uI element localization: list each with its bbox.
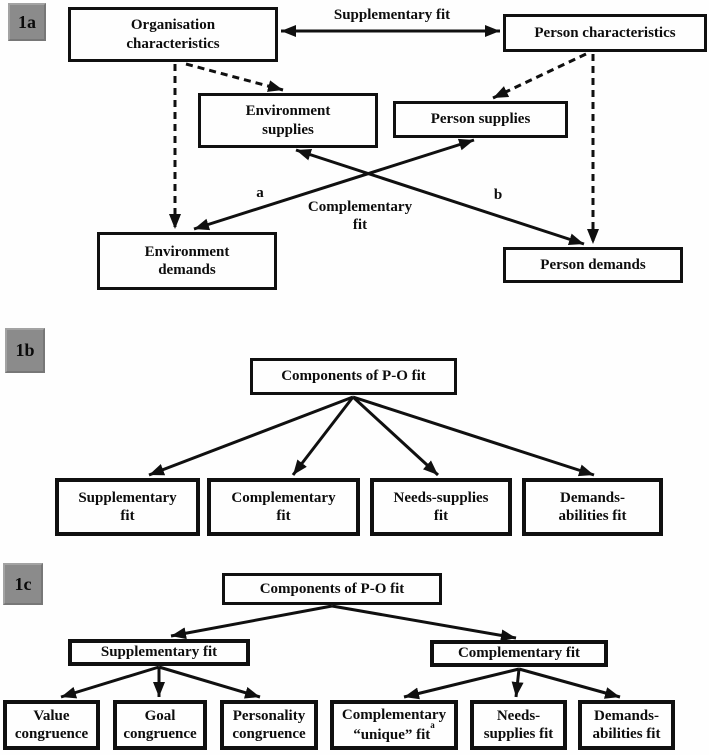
1c-box-supplementary-fit: Supplementary fit — [68, 639, 250, 666]
1c-box-demands-abilities-fit: Demands-abilities fit — [578, 700, 675, 750]
1c-box-complementary-fit: Complementary fit — [430, 640, 608, 667]
1b-components-to-demands-abilities-arrow — [352, 395, 595, 477]
1a-org-to-environment-supplies-dashed-arrow — [185, 62, 284, 92]
1c-box-components-of-po-fit-label: Components of P-O fit — [259, 580, 405, 597]
panel-tag-1a: 1a — [8, 3, 46, 41]
1c-components-to-supplementary-arrow — [170, 604, 333, 640]
1a-supplementary-fit-label: Supplementary fit — [333, 7, 451, 23]
1b-box-components-of-po-fit-label: Components of P-O fit — [281, 368, 426, 385]
panel-tag-1b-text: 1b — [15, 340, 35, 360]
1c-complementary-to-needs-supplies-arrow — [511, 668, 524, 698]
1b-components-to-complementary-arrow — [291, 396, 355, 476]
1c-components-to-complementary-arrow — [331, 604, 517, 642]
1c-box-needs-supplies-fit: Needs-supplies fit — [470, 700, 567, 750]
1a-path-b-label: b — [493, 187, 503, 203]
1a-complementary-path-b-double-arrow — [295, 148, 585, 246]
1a-box-person-demands: Person demands — [503, 247, 683, 283]
1c-box-demands-abilities-fit-label: Demands-abilities fit — [592, 707, 661, 742]
1b-components-to-supplementary-arrow — [148, 395, 354, 477]
1c-complementary-to-demands-abilities-arrow — [518, 667, 621, 699]
1c-complementary-to-unique-arrow — [403, 667, 520, 700]
1c-supplementary-to-personality-arrow — [158, 665, 261, 699]
1b-components-to-needs-supplies-arrow — [351, 395, 440, 477]
1b-box-components-of-po-fit: Components of P-O fit — [250, 358, 457, 395]
1c-box-components-of-po-fit: Components of P-O fit — [222, 573, 442, 605]
1a-person-to-person-supplies-dashed-arrow — [492, 52, 587, 100]
1b-box-demands-abilities-fit-label: Demands-abilities fit — [558, 489, 627, 524]
panel-tag-1c-text: 1c — [14, 573, 32, 594]
panel-tag-1c: 1c — [3, 563, 43, 605]
1c-box-needs-supplies-fit-label: Needs-supplies fit — [483, 707, 554, 742]
1c-box-complementary-unique-fit-label: Complementary“unique” fita — [342, 706, 446, 744]
1c-box-complementary-unique-fit-text: Complementary“unique” fit — [341, 707, 447, 743]
1c-box-complementary-unique-fit: Complementary“unique” fita — [330, 700, 458, 750]
1c-box-supplementary-fit-label: Supplementary fit — [100, 643, 218, 660]
1c-unique-fit-footnote-superscript: a — [430, 720, 435, 730]
1c-box-complementary-fit-label: Complementary fit — [457, 644, 581, 661]
1a-box-person-supplies-label: Person supplies — [430, 111, 531, 128]
panel-tag-1b: 1b — [5, 328, 45, 373]
1a-box-person-supplies: Person supplies — [393, 101, 568, 138]
1c-supplementary-to-value-arrow — [60, 665, 160, 699]
1a-box-person-characteristics-label: Person characteristics — [534, 24, 676, 41]
1a-path-a-label: a — [256, 185, 264, 201]
panel-tag-1a-text: 1a — [18, 11, 36, 32]
1a-box-person-characteristics: Person characteristics — [503, 14, 707, 52]
1a-box-person-demands-label: Person demands — [540, 256, 646, 273]
1b-box-demands-abilities-fit: Demands-abilities fit — [522, 478, 663, 536]
